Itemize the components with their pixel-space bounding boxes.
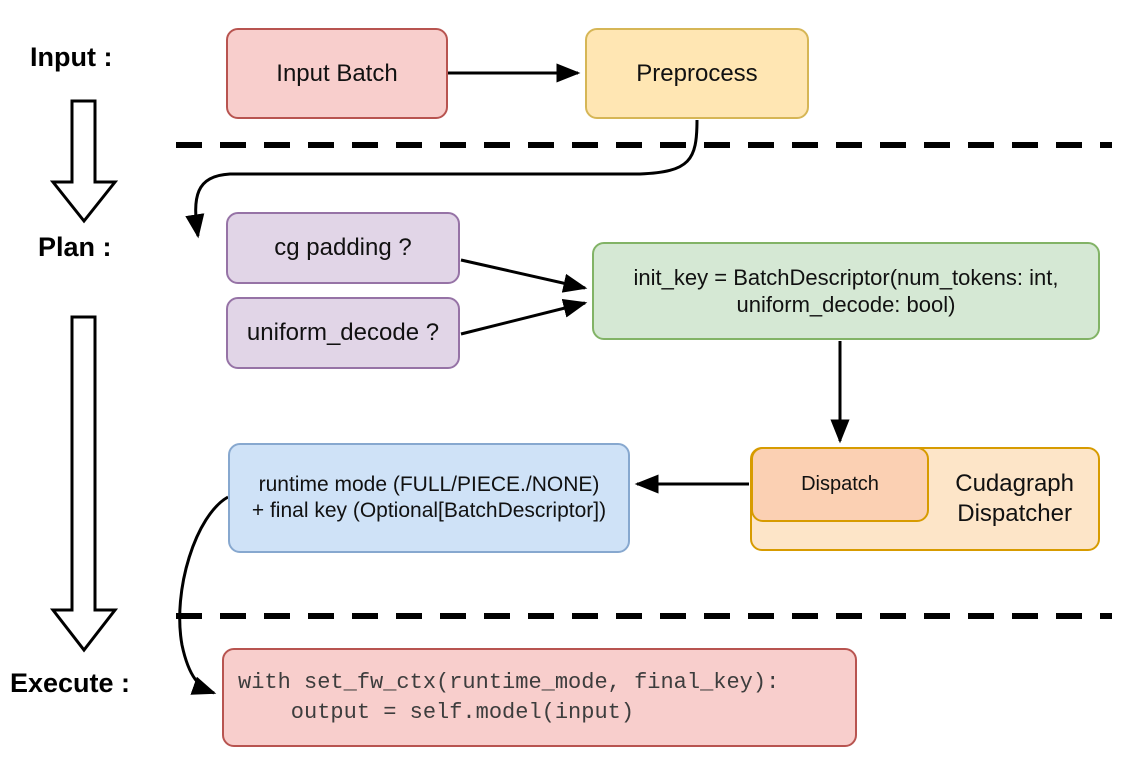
edge-uniform-decode-to-init-key: [460, 298, 588, 336]
node-code-block[interactable]: with set_fw_ctx(runtime_mode, final_key)…: [222, 648, 857, 747]
node-input-batch[interactable]: Input Batch: [226, 28, 448, 119]
code-block-text: with set_fw_ctx(runtime_mode, final_key)…: [238, 669, 780, 725]
node-init-key[interactable]: init_key = BatchDescriptor(num_tokens: i…: [592, 242, 1100, 340]
input-to-plan-block-arrow: [49, 99, 119, 224]
edge-runtime-mode-to-code-block: [178, 495, 229, 695]
node-dispatch[interactable]: Dispatch: [751, 447, 929, 522]
edge-cg-padding-to-init-key: [460, 258, 588, 293]
stage-label-execute: Execute :: [10, 668, 131, 698]
plan-to-execute-block-arrow: [49, 315, 119, 653]
edge-preprocess-to-cg-padding: [185, 119, 699, 239]
stage-label-input: Input :: [30, 42, 113, 72]
node-cg-padding[interactable]: cg padding ?: [226, 212, 460, 284]
node-runtime-mode[interactable]: runtime mode (FULL/PIECE./NONE) + final …: [228, 443, 630, 553]
node-preprocess[interactable]: Preprocess: [585, 28, 809, 119]
node-uniform-decode[interactable]: uniform_decode ?: [226, 297, 460, 369]
stage-label-plan: Plan :: [38, 232, 112, 262]
